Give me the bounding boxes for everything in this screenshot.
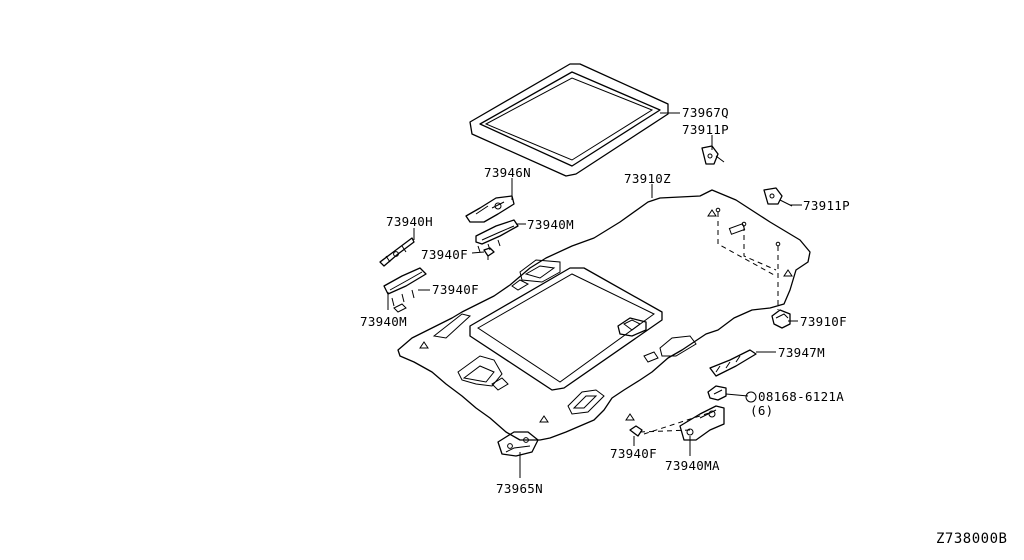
label-08168-qty: (6) <box>750 403 773 418</box>
diagram-code: Z738000B <box>936 531 1007 547</box>
clip-73940F-top-part <box>483 247 495 260</box>
label-73911P-top: 73911P <box>682 122 729 137</box>
bolt-08168-part <box>707 385 727 401</box>
bolt-symbol-icon <box>745 391 757 403</box>
clip-73911P-right-part <box>763 187 793 207</box>
label-73910Z: 73910Z <box>624 171 671 186</box>
label-73940M-left: 73940M <box>360 314 407 329</box>
trim-73940M-top-part <box>475 219 519 253</box>
label-73940MA: 73940MA <box>665 458 720 473</box>
label-73940F-bottom: 73940F <box>610 446 657 461</box>
callout-labels: 73967Q 73911P 73910Z 73911P 73946N 73940… <box>360 105 850 496</box>
trim-73947M-part <box>709 349 757 377</box>
label-73965N: 73965N <box>496 481 543 496</box>
bracket-73940MA-part <box>679 405 725 441</box>
bracket-73965N-part <box>497 431 539 457</box>
trim-73946N-part <box>465 195 515 223</box>
label-73940M-top: 73940M <box>527 217 574 232</box>
trim-73940H-part <box>379 237 415 267</box>
label-73946N: 73946N <box>484 165 531 180</box>
clip-73911P-top-part <box>701 145 725 165</box>
leader-lines <box>387 112 802 478</box>
label-73940F-left: 73940F <box>432 282 479 297</box>
label-73910F: 73910F <box>800 314 847 329</box>
label-73940H: 73940H <box>386 214 433 229</box>
label-73911P-right: 73911P <box>803 198 850 213</box>
label-08168-6121A: 08168-6121A <box>758 389 844 404</box>
label-73940F-top: 73940F <box>421 247 468 262</box>
label-73947M: 73947M <box>778 345 825 360</box>
clip-73940F-bottom-part <box>629 411 713 437</box>
sunroof-frame-part <box>469 63 669 177</box>
clip-73910F-part <box>771 309 791 329</box>
label-73967Q: 73967Q <box>682 105 729 120</box>
headliner-part <box>397 189 811 441</box>
